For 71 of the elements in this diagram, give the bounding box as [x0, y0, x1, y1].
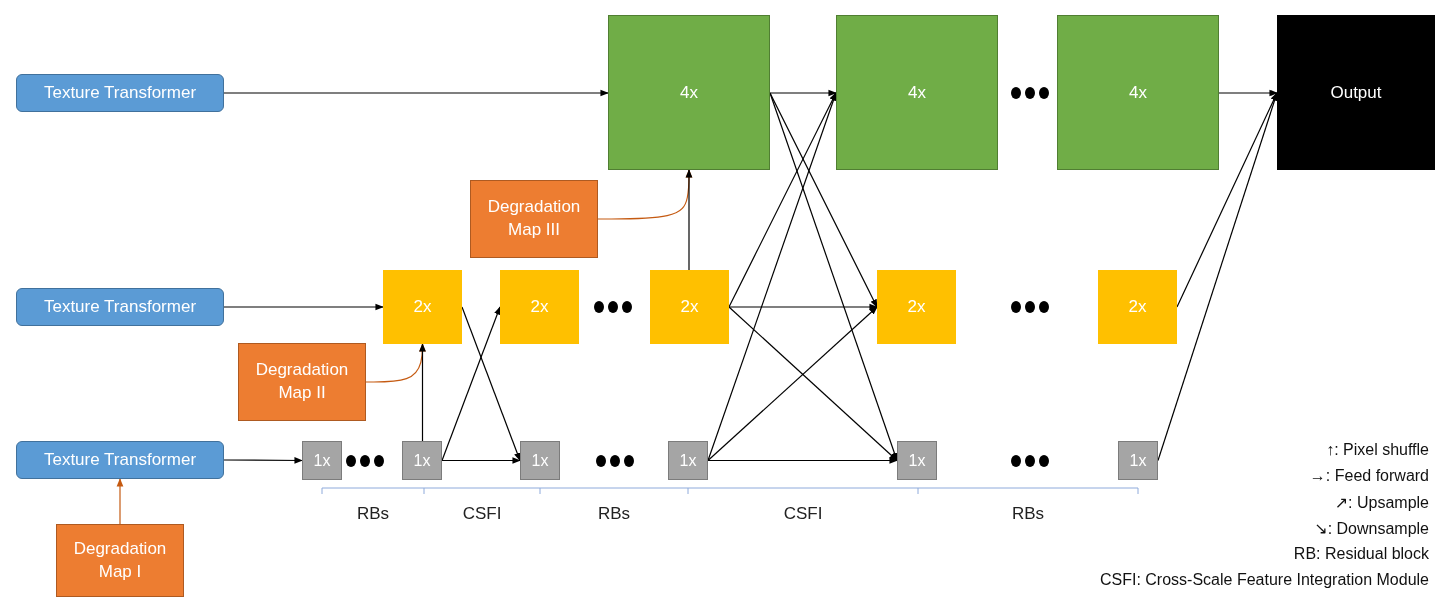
- block-label: Texture Transformer: [42, 448, 198, 471]
- arrow: [685, 169, 693, 271]
- scale-block: [1098, 270, 1177, 344]
- legend-entry: RB: Residual block: [1293, 545, 1429, 563]
- arrow: [707, 457, 898, 464]
- block-label: 4x: [907, 82, 927, 104]
- block-label: 1x: [1128, 450, 1148, 471]
- scale-block: [608, 15, 770, 170]
- block-label: Texture Transformer: [42, 81, 198, 104]
- block-label: 1x: [907, 450, 927, 471]
- legend-entry: CSFI: Cross-Scale Feature Integration Module: [1099, 571, 1429, 589]
- map-box: [470, 180, 598, 258]
- bracket-label: RBs: [356, 504, 390, 524]
- block-label: 4x: [1128, 82, 1148, 104]
- arrow: [441, 306, 501, 462]
- block-label: Degradation Map I: [72, 537, 168, 583]
- residual-block: [1118, 441, 1158, 480]
- block-label: Degradation Map II: [254, 359, 350, 404]
- block-label: Texture Transformer: [42, 295, 198, 318]
- residual-block: [302, 441, 342, 480]
- legend-entry: ↘: Downsample: [1314, 519, 1429, 538]
- module-box: [16, 288, 224, 326]
- block-label: 2x: [679, 295, 700, 318]
- block-label: Output: [1329, 82, 1383, 104]
- arrow: [223, 89, 609, 97]
- scale-block: [877, 270, 956, 344]
- block-label: 2x: [529, 295, 550, 318]
- map-box: [238, 343, 366, 421]
- residual-block: [520, 441, 560, 480]
- block-label: 2x: [412, 295, 433, 318]
- arrow: [728, 306, 898, 462]
- arrow: [769, 92, 878, 308]
- module-box: [16, 441, 224, 479]
- block-label: 1x: [412, 450, 432, 471]
- bracket-label: RBs: [597, 504, 631, 524]
- arrow: [223, 303, 384, 311]
- block-label: 2x: [906, 295, 927, 318]
- residual-block: [668, 441, 708, 480]
- legend-entry: →: Feed forward: [1309, 467, 1429, 485]
- arrow: [1157, 92, 1278, 462]
- arrow: [116, 478, 124, 525]
- bracket-label: CSFI: [783, 504, 823, 524]
- arrow: [707, 92, 837, 462]
- arrow: [461, 306, 521, 462]
- block-label: 1x: [530, 450, 550, 471]
- arrow: [707, 306, 878, 462]
- arrow: [1218, 89, 1278, 97]
- block-label: 2x: [1127, 295, 1148, 318]
- legend-entry: ↗: Upsample: [1334, 493, 1429, 512]
- block-label: 4x: [679, 82, 699, 104]
- residual-block: [402, 441, 442, 480]
- arrow: [419, 343, 426, 442]
- scale-block: [500, 270, 579, 344]
- module-box: [16, 74, 224, 112]
- arrow: [441, 457, 521, 464]
- bracket-label: RBs: [1011, 504, 1045, 524]
- scale-block: [836, 15, 998, 170]
- arrow: [223, 457, 303, 464]
- map-box: [56, 524, 184, 597]
- scale-block: [383, 270, 462, 344]
- block-label: 1x: [678, 450, 698, 471]
- arrow: [769, 89, 837, 97]
- output-block: [1277, 15, 1435, 170]
- scale-block: [650, 270, 729, 344]
- scale-block: [1057, 15, 1219, 170]
- block-label: Degradation Map III: [486, 196, 582, 241]
- legend-entry: ↑: Pixel shuffle: [1326, 441, 1429, 459]
- block-label: 1x: [312, 450, 332, 471]
- bracket-label: CSFI: [462, 504, 502, 524]
- residual-block: [897, 441, 937, 480]
- arrow: [728, 303, 878, 311]
